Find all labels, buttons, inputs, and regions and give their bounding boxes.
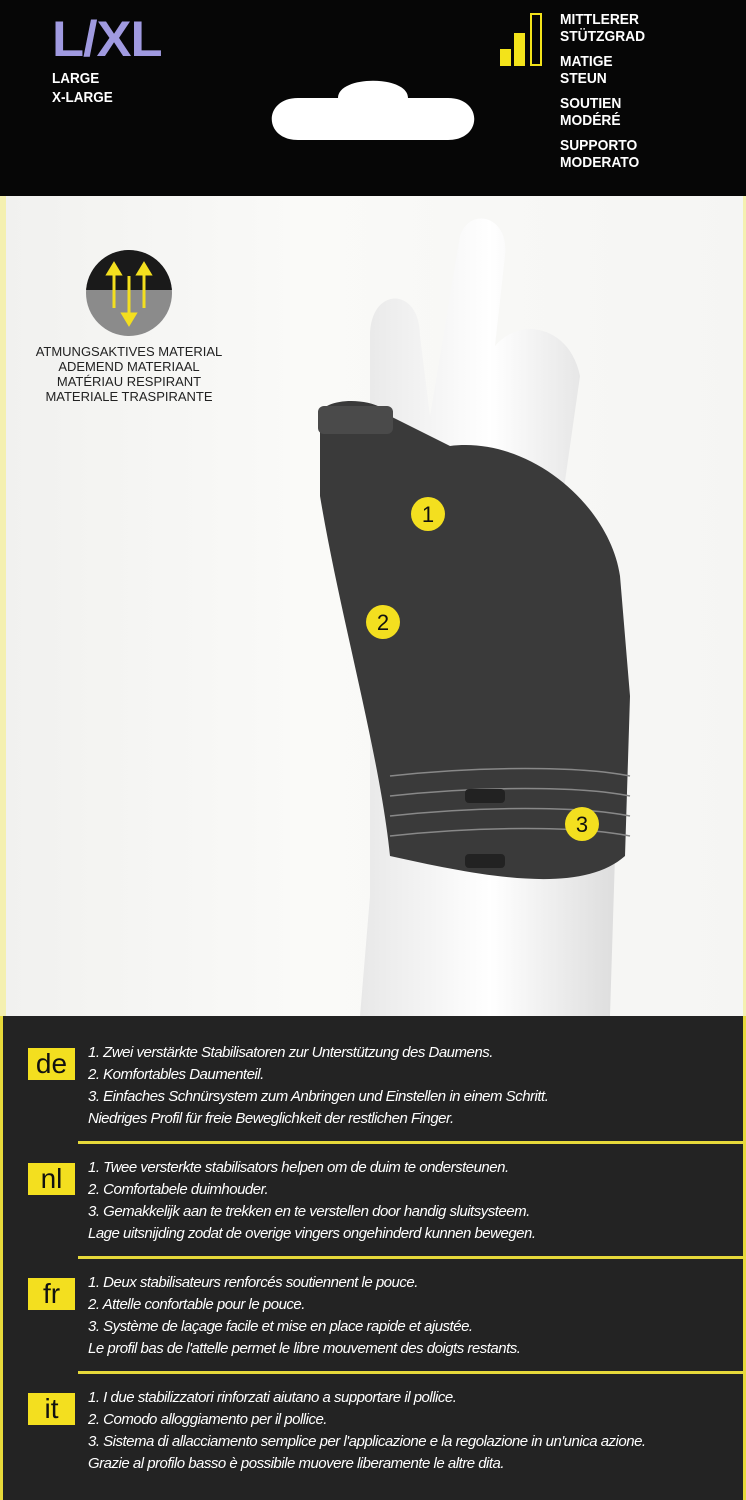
feature-line: 2. Attelle confortable pour le pouce. [88,1296,305,1313]
feature-line: 3. Sistema di allacciamento semplice per… [88,1433,646,1450]
size-code: L/XL [52,11,163,67]
breathable-arrows-icon [86,250,172,336]
material-label: MATERIALE TRASPIRANTE [45,389,213,404]
material-label: ADEMEND MATERIAAL [58,359,200,374]
language-badge: fr [28,1278,75,1310]
language-badge: nl [28,1163,75,1195]
feature-line: Le profil bas de l'attelle permet le lib… [88,1340,521,1357]
feature-line: 2. Comfortabele duimhouder. [88,1181,269,1198]
section-de: de 1. Zwei verstärkte Stabilisatoren zur… [3,1038,746,1153]
header-panel: L/XL LARGE X-LARGE MITTLERER STÜTZGRAD M… [0,0,746,196]
section-nl: nl 1. Twee versterkte stabilisators help… [3,1153,746,1268]
thumb-brace-image: 1 2 3 [318,218,631,1016]
size-name: X-LARGE [52,89,113,106]
features-panel: de 1. Zwei verstärkte Stabilisatoren zur… [0,1016,746,1500]
svg-text:1: 1 [422,502,434,527]
support-label: STEUN [560,70,607,87]
feature-line: Grazie al profilo basso è possibile muov… [88,1455,505,1472]
divider [78,1371,743,1374]
support-label: MITTLERER [560,11,639,28]
support-label: SUPPORTO [560,137,638,154]
feature-line: 3. Einfaches Schnürsystem zum Anbringen … [88,1088,549,1105]
feature-line: 1. Zwei verstärkte Stabilisatoren zur Un… [88,1044,493,1061]
feature-line: 1. I due stabilizzatori rinforzati aiuta… [88,1389,457,1406]
language-badge: it [28,1393,75,1425]
support-label: MATIGE [560,53,613,70]
language-badge: de [28,1048,75,1080]
section-it: it 1. I due stabilizzatori rinforzati ai… [3,1383,746,1498]
feature-line: Niedriges Profil für freie Beweglichkeit… [88,1110,454,1127]
support-label: MODERATO [560,154,640,171]
divider [78,1141,743,1144]
feature-line: 3. Gemakkelijk aan te trekken en te vers… [88,1203,530,1220]
material-label: MATÉRIAU RESPIRANT [56,374,202,389]
feature-line: 2. Komfortables Daumenteil. [88,1066,264,1083]
material-label: ATMUNGSAKTIVES MATERIAL [35,344,223,359]
feature-line: 1. Deux stabilisateurs renforcés soutien… [88,1274,418,1291]
divider [78,1256,743,1259]
support-label: SOUTIEN [560,95,622,112]
feature-line: 1. Twee versterkte stabilisators helpen … [88,1159,509,1176]
size-name: LARGE [52,70,100,87]
support-label: STÜTZGRAD [560,28,646,45]
hang-hole [271,80,475,140]
callout-1: 1 [411,497,445,531]
feature-line: 2. Comodo alloggiamento per il pollice. [88,1411,327,1428]
callout-3: 3 [565,807,599,841]
section-fr: fr 1. Deux stabilisateurs renforcés sout… [3,1268,746,1383]
callout-2: 2 [366,605,400,639]
support-label: MODÉRÉ [560,112,621,129]
svg-text:2: 2 [377,610,389,635]
feature-line: Lage uitsnijding zodat de overige vinger… [88,1225,536,1242]
svg-text:3: 3 [576,812,588,837]
feature-line: 3. Système de laçage facile et mise en p… [88,1318,473,1335]
